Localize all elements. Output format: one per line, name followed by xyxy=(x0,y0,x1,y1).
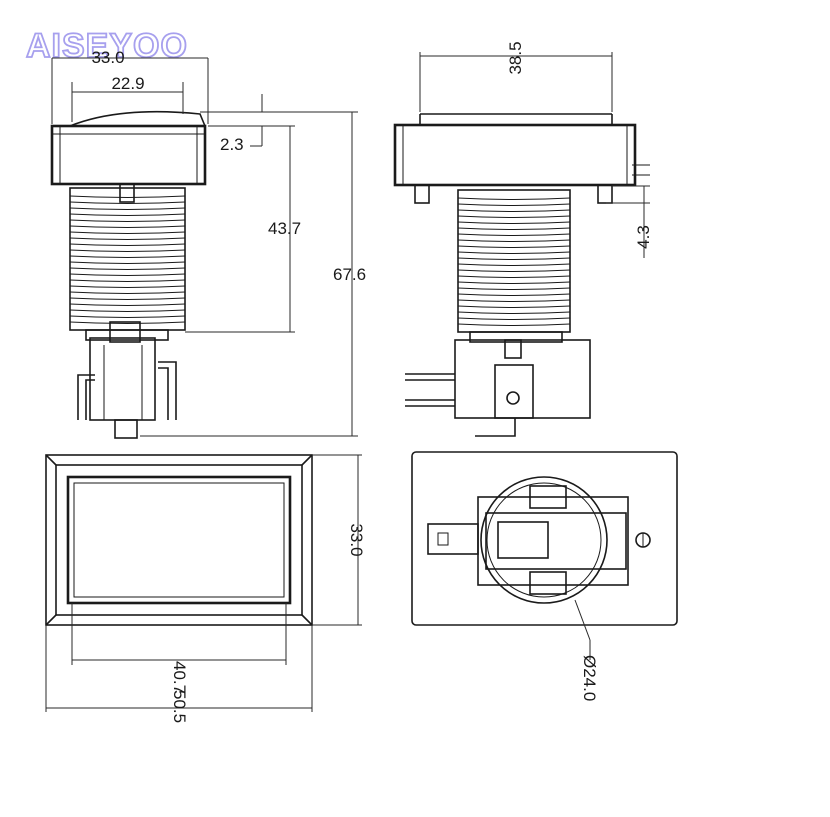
front-elevation-view xyxy=(50,110,207,439)
thread-line xyxy=(69,279,186,282)
microswitch-block xyxy=(89,337,156,421)
rear-plate xyxy=(411,451,678,626)
thread-line xyxy=(69,309,186,312)
face-lens xyxy=(66,475,292,605)
dim-cap-width: 33.0 xyxy=(91,48,124,67)
thread-line xyxy=(457,221,571,224)
dim-body-height: 43.7 xyxy=(268,219,301,238)
side-elevation-view xyxy=(393,113,650,437)
thread-lines xyxy=(69,195,186,324)
thread-line xyxy=(69,273,186,276)
thread-line xyxy=(457,227,571,230)
thread-line xyxy=(457,263,571,266)
front-face-view xyxy=(45,454,313,626)
thread-line xyxy=(457,281,571,284)
thread-line xyxy=(69,237,186,240)
thread-line xyxy=(457,197,571,200)
side-microswitch xyxy=(454,339,591,419)
rear-view-dimensions: Ø24.0 xyxy=(574,599,599,701)
dim-outer-width: 50.5 xyxy=(170,690,189,723)
side-view-dimensions: 38.5 4.3 xyxy=(419,41,653,258)
thread-line xyxy=(69,267,186,270)
brand-logo: AISEYOO xyxy=(26,27,188,65)
thread-line xyxy=(69,255,186,258)
thread-line xyxy=(69,195,186,198)
thread-line xyxy=(69,285,186,288)
thread-line xyxy=(457,257,571,260)
thread-line xyxy=(69,231,186,234)
thread-line xyxy=(69,315,186,318)
thread-line xyxy=(69,261,186,264)
thread-line xyxy=(457,203,571,206)
mount-circle xyxy=(480,476,608,604)
thread-line xyxy=(69,303,186,306)
thread-line xyxy=(69,249,186,252)
thread-line xyxy=(457,311,571,314)
thread-line xyxy=(457,239,571,242)
rear-terminal xyxy=(427,523,479,555)
front-view-dimensions: 33.0 22.9 2.3 43.7 67.6 xyxy=(51,48,366,437)
thread-line xyxy=(69,207,186,210)
face-outer-frame xyxy=(45,454,313,626)
thread-line xyxy=(69,243,186,246)
dim-cap-height: 2.3 xyxy=(220,135,244,154)
thread-line xyxy=(457,209,571,212)
nut xyxy=(85,329,169,341)
thread-line xyxy=(457,305,571,308)
thread-line xyxy=(457,299,571,302)
bezel xyxy=(50,124,207,186)
bezel-pin xyxy=(119,183,135,203)
thread-line xyxy=(69,297,186,300)
thread-line xyxy=(69,213,186,216)
dim-mount-diameter: Ø24.0 xyxy=(580,655,599,701)
side-bezel xyxy=(393,123,637,187)
thread-line xyxy=(69,291,186,294)
thread-line xyxy=(69,219,186,222)
cap-dome xyxy=(69,110,206,127)
side-thread-lines xyxy=(457,197,571,326)
thread-line xyxy=(457,275,571,278)
thread-line xyxy=(457,287,571,290)
thread-line xyxy=(457,269,571,272)
thread-line xyxy=(457,215,571,218)
thread-line xyxy=(457,293,571,296)
dim-cap-top-width: 22.9 xyxy=(111,74,144,93)
thread-line xyxy=(457,323,571,326)
dim-pin-length: 4.3 xyxy=(634,225,653,249)
thread-line xyxy=(69,201,186,204)
thread-line xyxy=(69,321,186,324)
thread-line xyxy=(69,225,186,228)
thread-line xyxy=(457,245,571,248)
thread-line xyxy=(457,233,571,236)
dim-inner-width: 40.7 xyxy=(170,661,189,694)
dim-front-height: 33.0 xyxy=(347,523,366,556)
dim-side-width: 38.5 xyxy=(506,41,525,74)
front-face-dimensions: 33.0 40.7 50.5 xyxy=(45,454,366,723)
rear-view xyxy=(411,451,678,626)
thread-line xyxy=(457,251,571,254)
thread-line xyxy=(457,317,571,320)
dim-overall-height: 67.6 xyxy=(333,265,366,284)
